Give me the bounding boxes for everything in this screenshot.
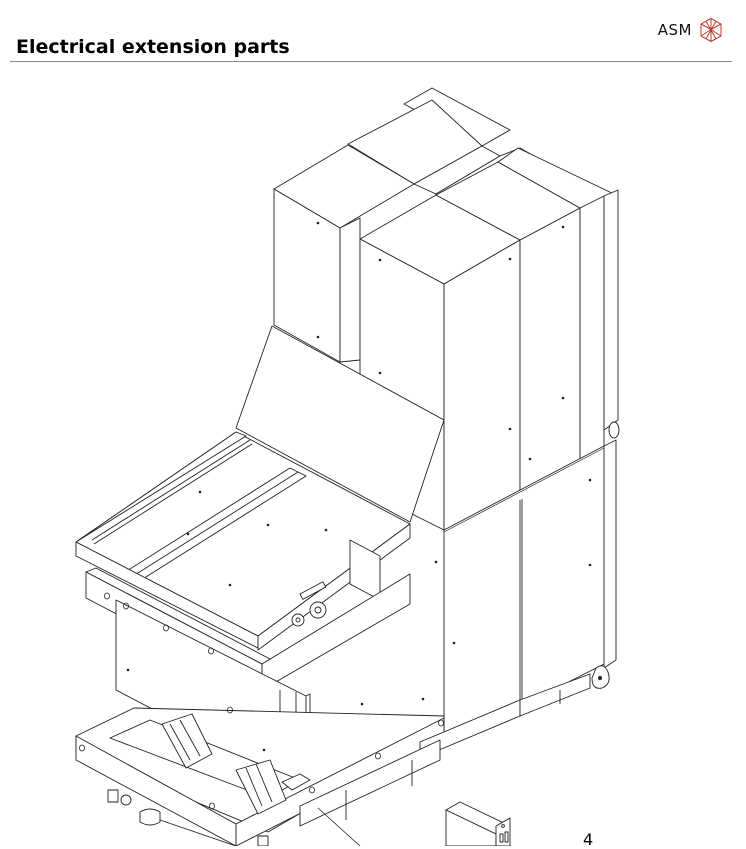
machine-drawing: [0, 66, 746, 846]
brand: ASM: [658, 17, 724, 43]
page-title: Electrical extension parts: [16, 36, 290, 58]
asm-cube-logo-icon: [700, 17, 722, 43]
callout-label: 4: [583, 830, 594, 849]
machine-isometric-figure: [75, 87, 620, 846]
title-rule: [10, 61, 732, 62]
brand-name: ASM: [657, 21, 692, 39]
page-header: ASM Electrical extension parts: [0, 0, 746, 64]
